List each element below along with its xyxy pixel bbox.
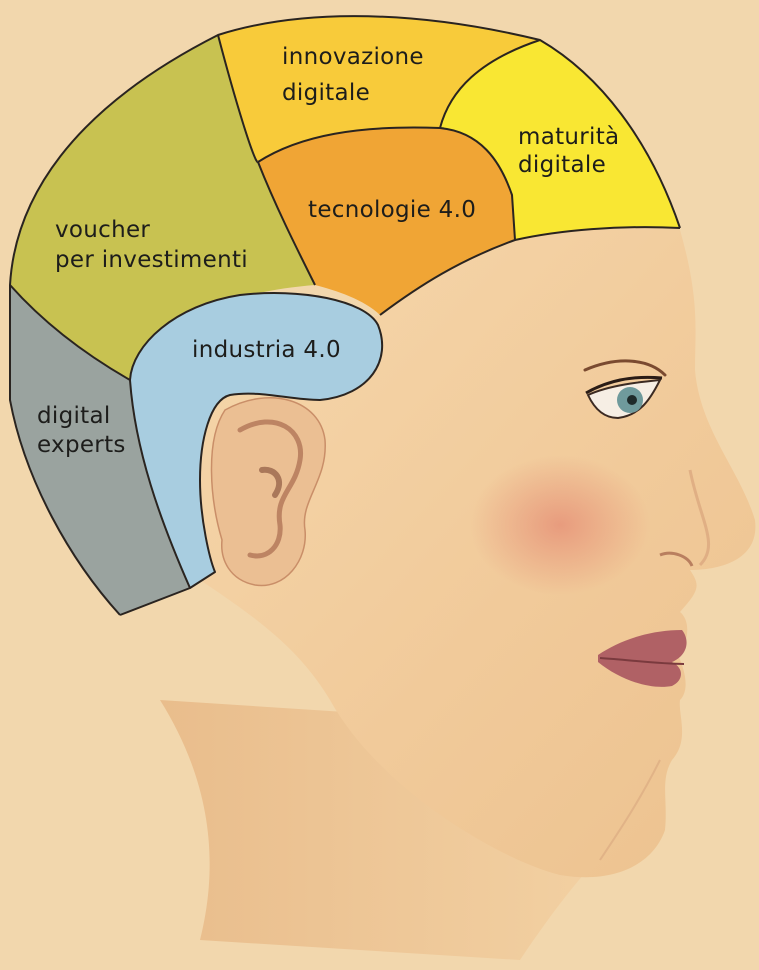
cheek-blush — [470, 455, 650, 595]
label-industria: industria 4.0 — [192, 337, 341, 363]
label-tecnologie: tecnologie 4.0 — [308, 197, 476, 223]
pupil — [627, 395, 637, 405]
